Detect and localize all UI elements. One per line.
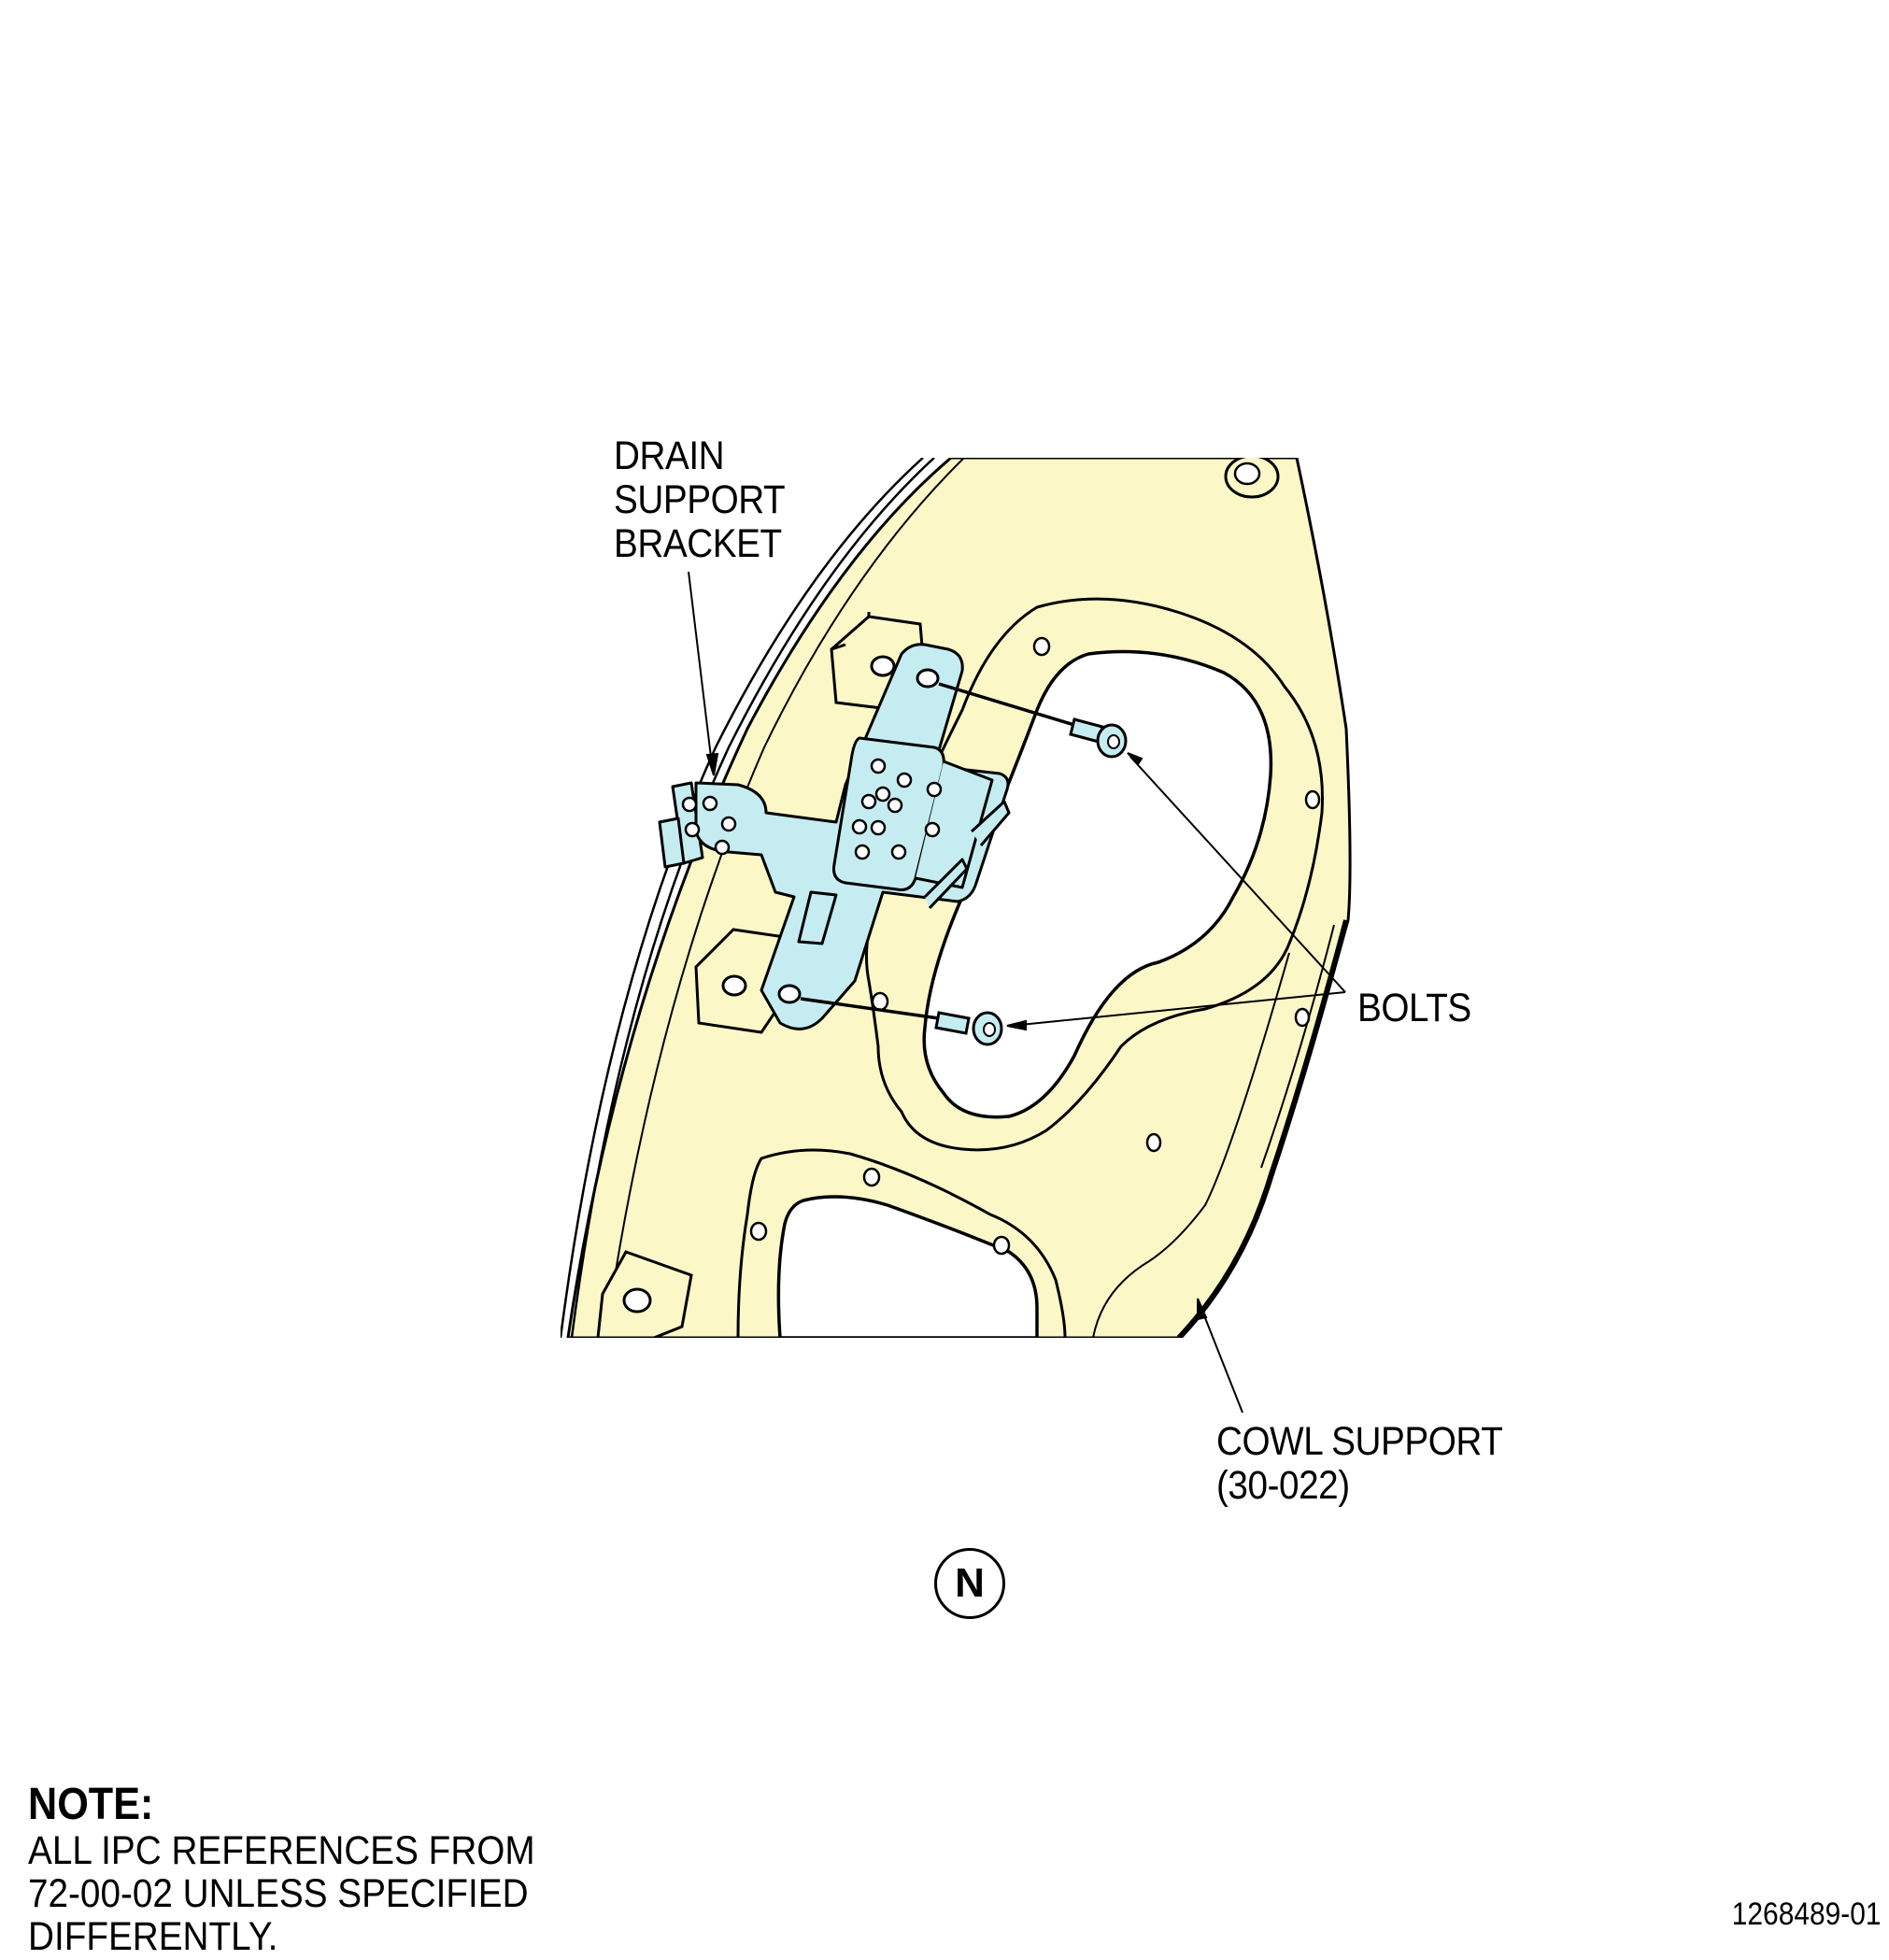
top-boss bbox=[1224, 458, 1280, 499]
note-line: ALL IPC REFERENCES FROM bbox=[28, 1828, 535, 1873]
leader-lines bbox=[688, 571, 1346, 1413]
note-body: ALL IPC REFERENCES FROM 72-00-02 UNLESS … bbox=[28, 1829, 535, 1958]
bolt-upper-arrowhead bbox=[1127, 752, 1143, 766]
note-line: 72-00-02 UNLESS SPECIFIED bbox=[28, 1871, 529, 1916]
cowl-support-label-line: (30-022) bbox=[1216, 1463, 1350, 1508]
view-letter-circle: N bbox=[934, 1548, 1005, 1619]
lower-lightening-hole bbox=[776, 1195, 1039, 1338]
cowl-support-label: COWL SUPPORT (30-022) bbox=[1216, 1419, 1503, 1508]
cowl-arrowhead bbox=[1197, 1298, 1208, 1321]
bolt-lower-arrowhead bbox=[1006, 1019, 1027, 1031]
bolt-upper bbox=[938, 682, 1128, 759]
bolts-label: BOLTS bbox=[1357, 987, 1471, 1030]
note-block: NOTE: ALL IPC REFERENCES FROM 72-00-02 U… bbox=[28, 1780, 591, 1959]
drain-support-bracket-label: DRAIN SUPPORT BRACKET bbox=[614, 433, 786, 566]
drain-support-bracket-label-line: SUPPORT bbox=[614, 477, 786, 522]
note-title: NOTE: bbox=[28, 1780, 154, 1829]
drain-support-bracket-label-line: DRAIN bbox=[614, 433, 725, 478]
view-letter: N bbox=[955, 1560, 985, 1606]
bolts-label-text: BOLTS bbox=[1357, 986, 1471, 1030]
bolt-lower bbox=[800, 997, 1003, 1046]
cowl-support-label-line: COWL SUPPORT bbox=[1216, 1419, 1503, 1464]
lower-lightening-hole-flange bbox=[736, 1148, 1067, 1338]
drain-support-bracket-label-line: BRACKET bbox=[614, 521, 782, 566]
bracket-arrowhead bbox=[705, 752, 719, 776]
note-line: DIFFERENTLY. bbox=[28, 1914, 278, 1959]
figure-number: 1268489-01 bbox=[1732, 1896, 1882, 1932]
drain-support-bracket bbox=[658, 643, 1011, 1030]
